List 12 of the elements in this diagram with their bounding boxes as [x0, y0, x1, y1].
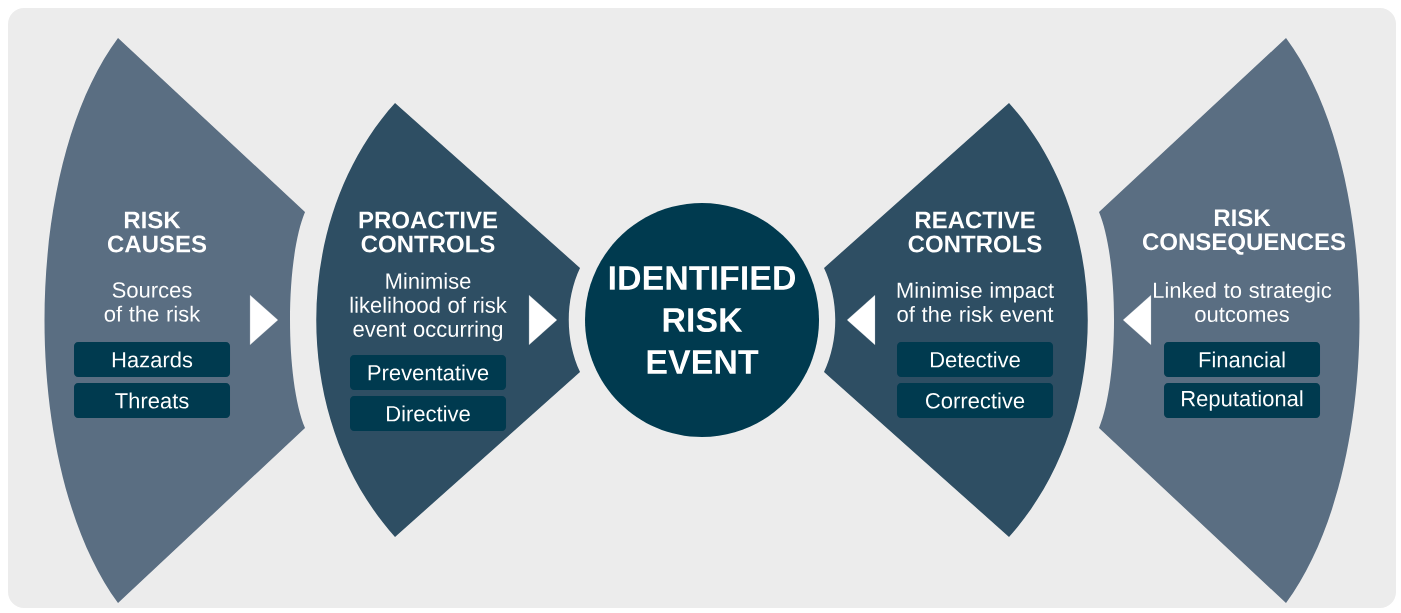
- category-tag: Reputational: [1164, 383, 1320, 418]
- category-tag: Financial: [1164, 342, 1320, 377]
- category-tag: Corrective: [897, 383, 1053, 418]
- category-tag: Hazards: [74, 342, 230, 377]
- category-tag: Threats: [74, 383, 230, 418]
- category-tag: Detective: [897, 342, 1053, 377]
- chevron-arrow: [847, 295, 876, 345]
- category-tag: Directive: [350, 396, 506, 431]
- chevron-arrow: [249, 295, 278, 345]
- category-tag: Preventative: [350, 355, 506, 390]
- chevron-arrow: [528, 295, 557, 345]
- chevron-arrow: [1123, 295, 1152, 345]
